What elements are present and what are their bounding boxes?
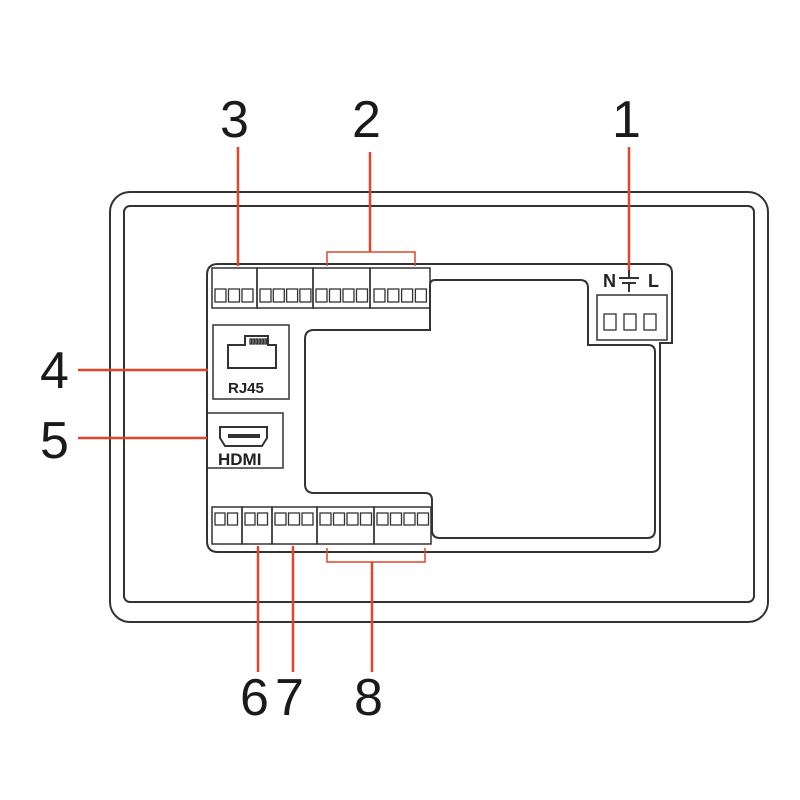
terminal-block-4pin-c [369, 267, 431, 309]
callout-8: 8 [354, 669, 383, 727]
rj45-contact [255, 338, 259, 345]
power-terminal-pin [643, 313, 657, 331]
hdmi-port: HDMI [206, 412, 284, 469]
terminal-pin [301, 512, 314, 526]
rj45-contact [258, 338, 262, 345]
connector-board-outline [206, 263, 673, 553]
rj45-housing [212, 324, 290, 400]
terminal-pin [256, 512, 269, 526]
power-label-n: N [603, 271, 616, 291]
bottom-terminal-strip [211, 506, 432, 545]
terminal-pin [226, 512, 239, 526]
device-outer-frame [109, 191, 769, 623]
bottom-terminal-pins [214, 512, 430, 526]
rj45-label: RJ45 [228, 380, 264, 397]
terminal-pin [214, 512, 226, 526]
terminal-pin [272, 288, 285, 303]
terminal-pin [403, 512, 416, 526]
terminal-pin [342, 288, 355, 303]
hdmi-socket-icon [219, 426, 268, 447]
terminal-pin [244, 512, 256, 526]
callout-2: 2 [352, 91, 381, 149]
display-window [304, 279, 656, 539]
hdmi-housing [206, 412, 284, 469]
power-terminal-pin [623, 313, 637, 331]
leader-8-bracket [326, 548, 426, 563]
terminal-pin [355, 288, 369, 303]
terminal-pin [400, 288, 414, 303]
leader-2-bracket [326, 251, 416, 266]
rj45-port: RJ45 [212, 324, 290, 400]
callout-1: 1 [612, 91, 641, 149]
terminal-pin [227, 288, 241, 303]
callout-leaders [78, 147, 631, 672]
callout-6: 6 [240, 669, 269, 727]
rj45-contact [261, 338, 265, 345]
hdmi-socket-inner [228, 434, 260, 438]
terminal-pin [389, 512, 403, 526]
terminal-pin [376, 512, 389, 526]
ground-symbol-icon [619, 270, 639, 292]
rj45-contact [249, 338, 253, 345]
ethernet-socket-icon [227, 335, 277, 369]
terminal-pin [214, 288, 227, 303]
callout-5: 5 [40, 412, 69, 470]
rj45-socket-pins [249, 338, 268, 345]
terminal-pin [241, 288, 254, 303]
power-terminal-pin [603, 313, 617, 331]
terminal-pin [416, 512, 430, 526]
terminal-pin [287, 512, 301, 526]
terminal-pin [299, 288, 312, 303]
hdmi-label: HDMI [218, 450, 261, 469]
top-terminal-strip [211, 267, 431, 309]
power-label-l: L [648, 271, 659, 291]
terminal-pin [319, 512, 332, 526]
terminal-pin [259, 288, 272, 303]
terminal-pin [328, 288, 342, 303]
callout-7: 7 [275, 669, 304, 727]
terminal-pin [285, 288, 299, 303]
callout-4: 4 [40, 342, 69, 400]
power-terminal-pins [603, 313, 657, 331]
top-terminal-pins [214, 288, 428, 303]
rj45-contact [252, 338, 256, 345]
device-inner-frame [123, 205, 755, 603]
terminal-pin [315, 288, 328, 303]
terminal-pin [332, 512, 346, 526]
callout-3: 3 [220, 91, 249, 149]
power-terminal: N L [596, 270, 668, 341]
terminal-pin [387, 288, 400, 303]
terminal-pin [359, 512, 373, 526]
terminal-pin [346, 512, 359, 526]
power-terminal-housing [596, 294, 668, 341]
terminal-pin [274, 512, 287, 526]
terminal-pin [414, 288, 428, 303]
terminal-block-4pin-e [373, 506, 432, 545]
rj45-contact [264, 338, 268, 345]
terminal-pin [373, 288, 386, 303]
